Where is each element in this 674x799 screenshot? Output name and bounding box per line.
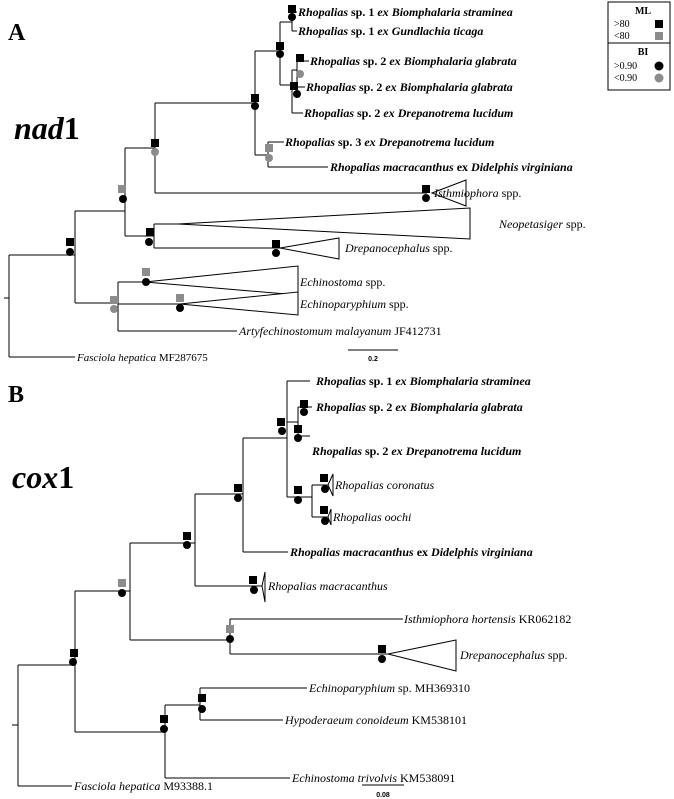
- panel-a-letter: A: [8, 20, 26, 46]
- a-scale-label: 0.2: [368, 356, 378, 363]
- legend-bi-low: <0.90: [614, 73, 637, 84]
- a-taxon-rhopalias-sp3-drepanotrema: Rhopalias sp. 3 ex Drepanotrema lucidum: [284, 135, 494, 149]
- panel-a: [4, 11, 471, 358]
- legend-bi-title: BI: [638, 47, 649, 58]
- panel-b-letter: B: [8, 382, 24, 408]
- b-node-rhopalias-new: [294, 425, 302, 442]
- a-clade-isthmiophora: Isthmiophora spp.: [433, 186, 521, 200]
- b-node-sp1-sp2: [277, 418, 286, 435]
- b-taxon-fasciola: Fasciola hepatica M93388.1: [73, 779, 213, 793]
- a-taxon-rhopalias-sp2-glabrata-1: Rhopalias sp. 2 ex Biomphalaria glabrata: [309, 54, 517, 68]
- a-node-rhopalias-neopetasiger: [118, 185, 127, 203]
- a-node-sp2-inner: [296, 54, 304, 78]
- b-node-macracanthus: [249, 576, 258, 594]
- b-scale-label: 0.08: [376, 792, 390, 799]
- a-clade-echinoparyphium: Echinoparyphium spp.: [299, 297, 409, 311]
- b-taxon-isthmiophora-hortensis: Isthmiophora hortensis KR062182: [403, 612, 571, 626]
- b-taxon-echinoparyphium: Echinoparyphium sp. MH369310: [308, 681, 470, 695]
- b-node-drepanocephalus: [378, 645, 386, 663]
- a-node-echinostoma: [142, 268, 150, 286]
- b-clade-rhopalias-oochi: Rhopalias oochi: [332, 510, 411, 524]
- a-taxon-rhopalias-sp1-straminea: Rhopalias sp. 1 ex Biomphalaria stramine…: [297, 5, 513, 19]
- b-taxon-hypoderaeum: Hypoderaeum conoideum KM538101: [284, 713, 467, 727]
- b-node-echinostoma-group: [160, 715, 168, 733]
- a-node-rhopalias-isthmiophora: [151, 139, 159, 156]
- b-scale-bar: 0.08: [362, 784, 404, 799]
- a-node-echinostoma-group: [110, 296, 118, 313]
- a-taxon-fasciola: Fasciola hepatica MF287675: [76, 352, 208, 364]
- a-clade-neopetasiger: Neopetasiger spp.: [498, 217, 586, 231]
- b-clade-rhopalias-coronatus: Rhopalias coronatus: [334, 478, 435, 492]
- b-node-coronatus: [320, 474, 329, 493]
- b-clade-drepanocephalus: Drepanocephalus spp.: [459, 648, 568, 662]
- b-taxon-rhopalias-sp1-straminea: Rhopalias sp. 1 ex Biomphalaria stramine…: [315, 374, 531, 388]
- legend-ml-low-square: [655, 32, 663, 40]
- a-node-drepanocephalus: [272, 240, 280, 257]
- b-node-coronatus-oochi: [294, 486, 302, 504]
- b-node-echinoparyphium-hypoderaeum: [198, 694, 206, 713]
- a-node-sp2: [290, 82, 301, 98]
- panel-b-gene: cox1: [12, 459, 74, 495]
- legend-ml-title: ML: [635, 6, 651, 17]
- b-clade-rhopalias-macracanthus: Rhopalias macracanthus: [267, 579, 388, 593]
- b-node-ingroup: [69, 649, 78, 666]
- legend-bi-low-dot: [654, 73, 664, 83]
- a-node-echinoparyphium: [176, 294, 184, 312]
- b-taxon-rhopalias-sp2-drepanotrema: Rhopalias sp. 2 ex Drepanotrema lucidum: [311, 444, 521, 458]
- b-node-rhopalias: [183, 532, 191, 549]
- b-taxon-rhopalias-sp2-glabrata: Rhopalias sp. 2 ex Biomphalaria glabrata: [315, 400, 523, 414]
- panel-a-gene: nad1: [14, 110, 80, 146]
- b-node-rhopalias-macracanthus-ex: [234, 484, 242, 502]
- a-node-sp1-sp2-sp3: [251, 94, 259, 110]
- a-taxon-artyfechinostomum: Artyfechinostomum malayanum JF412731: [238, 324, 442, 338]
- a-node-neopetasiger-drepanocephalus: [145, 228, 154, 246]
- a-taxon-rhopalias-sp2-drepanotrema: Rhopalias sp. 2 ex Drepanotrema lucidum: [303, 106, 513, 120]
- a-clade-echinostoma: Echinostoma spp.: [299, 275, 385, 289]
- a-taxon-rhopalias-sp1-gundlachia: Rhopalias sp. 1 ex Gundlachia ticaga: [297, 24, 483, 38]
- support-legend: ML >80 <80 BI >0.90 <0.90: [607, 1, 671, 91]
- b-taxon-rhopalias-macracanthus-didelphis: Rhopalias macracanthus ex Didelphis virg…: [289, 545, 533, 559]
- a-node-ingroup: [66, 238, 74, 256]
- a-scale-bar: 0.2: [348, 349, 398, 363]
- b-taxon-echinostoma-trivolvis: Echinostoma trivolvis KM538091: [291, 771, 455, 785]
- b-support-markers: [69, 400, 386, 733]
- a-taxon-rhopalias-sp2-glabrata-2: Rhopalias sp. 2 ex Biomphalaria glabrata: [305, 80, 513, 94]
- a-node-sp1: [288, 5, 296, 21]
- a-node-sp1-sp2: [276, 42, 284, 58]
- a-node-sp3-macracanthus: [265, 144, 273, 162]
- a-clade-drepanocephalus: Drepanocephalus spp.: [344, 241, 453, 255]
- b-node-isthmiophora-drepanocephalus: [226, 625, 234, 643]
- b-node-sp2: [300, 400, 308, 416]
- legend-ml-high-square: [655, 20, 663, 28]
- b-node-rhopalias-isthmiophora: [118, 579, 126, 597]
- legend-bi-high: >0.90: [614, 61, 637, 72]
- legend-ml-low: <80: [614, 31, 630, 42]
- a-node-isthmiophora: [422, 185, 430, 202]
- b-node-oochi: [320, 506, 329, 525]
- a-taxon-rhopalias-macracanthus-didelphis: Rhopalias macracanthus ex Didelphis virg…: [329, 160, 573, 174]
- legend-ml-high: >80: [614, 19, 630, 30]
- a-support-markers: [66, 5, 430, 313]
- legend-bi-high-dot: [654, 61, 664, 71]
